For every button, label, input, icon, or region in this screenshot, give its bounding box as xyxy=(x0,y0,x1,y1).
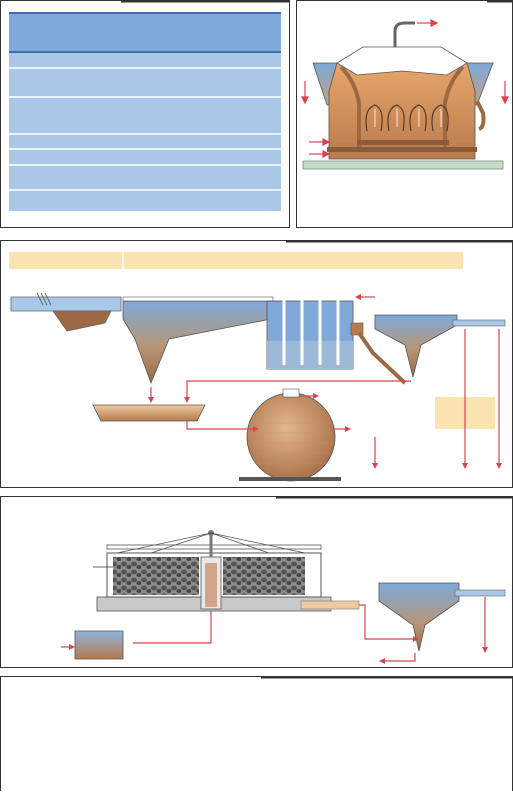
aeration-panel xyxy=(296,0,513,228)
digester-sphere-icon xyxy=(239,388,341,482)
aeration-tank-icon xyxy=(301,1,512,170)
clarifier-icon xyxy=(378,582,506,652)
table-grid-icon xyxy=(9,1,289,211)
empty-panel xyxy=(0,676,513,791)
treatment-flow-panel xyxy=(0,240,513,488)
trickling-filter-panel xyxy=(0,496,513,668)
table-panel xyxy=(0,0,290,228)
trickling-filter-icon xyxy=(61,497,512,664)
sedimentation-basin-icon xyxy=(9,241,512,482)
